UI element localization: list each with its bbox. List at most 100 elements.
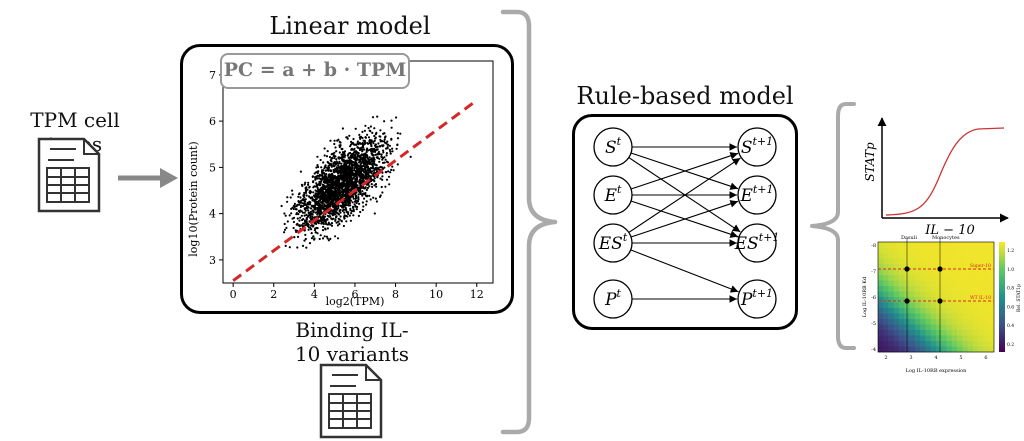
scatter-point bbox=[356, 140, 359, 143]
heatmap-cell bbox=[930, 319, 937, 325]
scatter-point bbox=[374, 153, 377, 156]
scatter-point bbox=[315, 183, 318, 186]
scatter-point bbox=[383, 120, 386, 123]
scatter-point bbox=[369, 125, 372, 128]
scatter-point bbox=[361, 150, 364, 153]
rule-edges bbox=[628, 143, 741, 303]
scatter-point bbox=[330, 157, 334, 160]
rule-edge bbox=[630, 200, 739, 238]
scatter-point bbox=[328, 196, 331, 199]
heatmap-cell bbox=[899, 341, 905, 347]
scatter-point bbox=[369, 170, 372, 173]
heatmap-cell bbox=[914, 346, 921, 353]
scatter-point bbox=[374, 183, 378, 186]
heatmap-cell bbox=[941, 319, 947, 325]
scatter-point bbox=[297, 213, 300, 216]
heatmap-cell bbox=[946, 319, 953, 325]
heatmap-cell bbox=[962, 247, 968, 254]
heatmap-cell bbox=[978, 253, 984, 259]
heatmap-cell bbox=[925, 286, 932, 292]
scatter-point bbox=[350, 183, 353, 186]
scatter-point bbox=[342, 158, 345, 161]
scatter-point bbox=[311, 224, 314, 227]
heatmap-cell bbox=[936, 247, 942, 254]
heatmap-cell bbox=[946, 313, 953, 320]
scatter-point bbox=[349, 204, 352, 207]
scatter-point bbox=[330, 222, 334, 225]
scatter-point bbox=[329, 169, 332, 172]
scatter-point bbox=[336, 182, 339, 185]
heatmap-cell bbox=[946, 242, 953, 248]
scatter-point bbox=[300, 204, 303, 207]
scatter-point bbox=[325, 179, 328, 182]
heatmap-cell bbox=[988, 286, 995, 292]
scatter-point bbox=[378, 160, 381, 163]
scatter-point bbox=[312, 181, 315, 184]
scatter-point bbox=[347, 166, 350, 169]
scatter-point bbox=[409, 155, 412, 158]
scatter-point bbox=[375, 131, 378, 134]
heatmap-cell bbox=[972, 297, 979, 303]
scatter-point bbox=[376, 175, 379, 178]
scatter-point bbox=[350, 212, 353, 215]
scatter-point bbox=[316, 164, 319, 167]
scatter-point bbox=[337, 217, 340, 220]
heatmap-cell bbox=[936, 346, 942, 353]
heatmap-cell bbox=[914, 324, 921, 331]
heatmap-cell bbox=[930, 297, 937, 303]
heatmap-cell bbox=[893, 275, 900, 281]
heatmap-cell bbox=[925, 319, 932, 325]
heatmap-cell bbox=[941, 297, 947, 303]
heatmap-cell bbox=[988, 308, 995, 314]
heatmap-cell bbox=[888, 275, 895, 281]
scatter-point bbox=[370, 183, 373, 186]
heatmap-cell bbox=[920, 302, 926, 309]
heatmap-y-tick: -8 bbox=[871, 243, 876, 249]
scatter-point bbox=[324, 195, 328, 198]
heatmap-cell bbox=[930, 313, 937, 320]
rule-node-label: ESt+1 bbox=[734, 231, 780, 254]
sigmoid-curve bbox=[885, 127, 1005, 216]
scatter-point bbox=[361, 190, 364, 193]
scatter-point bbox=[337, 220, 340, 223]
scatter-point bbox=[304, 237, 307, 241]
scatter-point bbox=[344, 179, 347, 182]
scatter-point bbox=[290, 212, 293, 215]
heatmap-cell bbox=[883, 324, 889, 331]
scatter-point bbox=[321, 183, 324, 186]
scatter-point bbox=[283, 228, 287, 231]
heatmap-cell bbox=[878, 264, 884, 270]
scatter-point bbox=[330, 184, 333, 187]
scatter-point bbox=[386, 140, 389, 143]
scatter-point bbox=[361, 130, 364, 133]
heatmap-cell bbox=[883, 275, 889, 281]
scatter-point bbox=[351, 164, 354, 167]
heatmap-cell bbox=[946, 269, 953, 276]
scatter-point bbox=[317, 165, 320, 169]
scatter-point bbox=[308, 242, 312, 245]
scatter-point bbox=[333, 157, 336, 160]
scatter-point bbox=[351, 194, 354, 197]
heatmap-cell bbox=[899, 335, 905, 342]
scatter-point bbox=[337, 164, 340, 167]
scatter-point bbox=[383, 136, 387, 139]
scatter-point bbox=[357, 197, 360, 200]
heatmap-cell bbox=[899, 258, 905, 265]
scatter-point bbox=[328, 164, 331, 167]
heatmap-cell bbox=[930, 330, 937, 336]
heatmap-cell bbox=[988, 335, 995, 342]
scatter-point bbox=[363, 129, 366, 132]
scatter-point bbox=[396, 137, 400, 140]
scatter-point bbox=[314, 208, 317, 211]
heatmap-cell bbox=[899, 269, 905, 276]
heatmap-cell bbox=[878, 253, 884, 259]
scatter-point bbox=[359, 192, 362, 196]
scatter-point bbox=[328, 174, 331, 177]
scatter-point bbox=[335, 160, 338, 163]
scatter-point bbox=[322, 200, 325, 203]
heatmap-cell bbox=[909, 258, 916, 265]
scatter-point bbox=[324, 227, 327, 230]
heatmap-cell bbox=[946, 324, 953, 331]
scatter-point bbox=[337, 188, 340, 191]
heatmap-cell bbox=[888, 335, 895, 342]
